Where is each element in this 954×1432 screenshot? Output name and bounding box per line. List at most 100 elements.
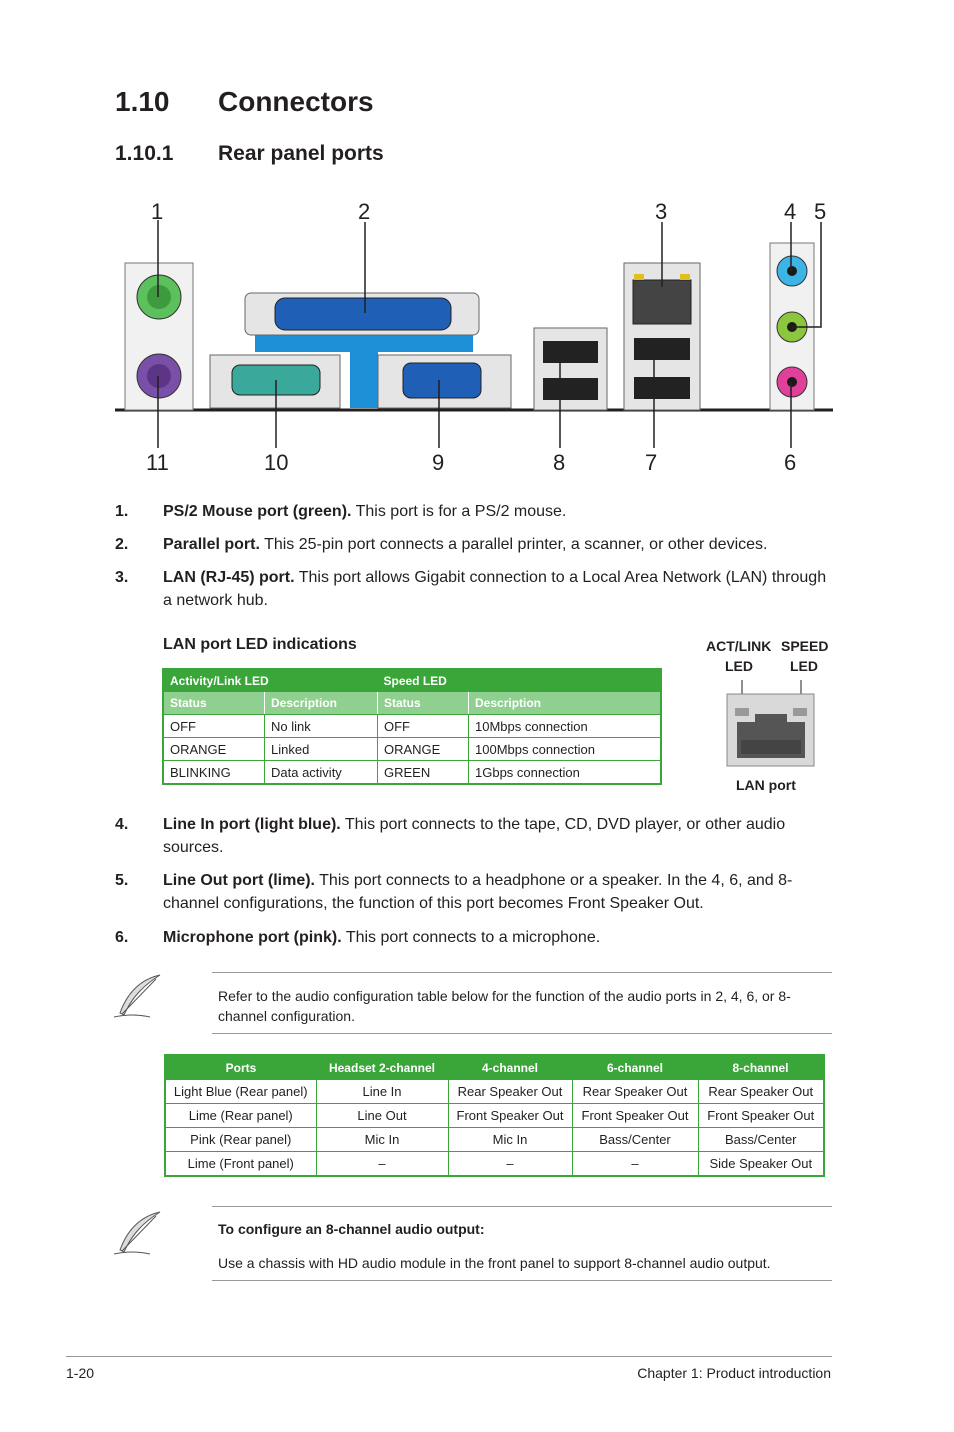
item-text: This 25-pin port connects a parallel pri…: [259, 536, 768, 553]
parallel-port: [274, 297, 452, 331]
lan-port-icon: [726, 680, 815, 767]
item-text: This port connects to the tape, CD, DVD …: [163, 816, 786, 856]
column-header: 8-channel: [698, 1055, 824, 1080]
note-text: Use a chassis with HD audio module in th…: [218, 1255, 771, 1271]
callout-6: 6: [784, 450, 797, 475]
act-led-label: LED: [725, 658, 753, 674]
usb-port-4: [634, 377, 690, 399]
table-cell: No link: [264, 714, 378, 738]
page-number: 1-20: [66, 1365, 95, 1381]
subsection-number: 1.10.1: [115, 142, 174, 165]
item-number: 4.: [115, 816, 129, 833]
column-header: Status: [163, 692, 265, 715]
group-header: Speed LED: [377, 669, 661, 692]
callout-10: 10: [264, 450, 289, 475]
table-row: ORANGE Linked ORANGE 100Mbps connection: [163, 737, 662, 761]
list-item: 2. Parallel port. This 25-pin port conne…: [115, 533, 835, 556]
table-cell: 100Mbps connection: [468, 737, 662, 761]
table-cell: OFF: [377, 714, 469, 738]
table-cell: Line In: [316, 1079, 449, 1104]
column-header: 4-channel: [448, 1055, 572, 1080]
table-cell: –: [316, 1151, 449, 1177]
table-cell: –: [572, 1151, 699, 1177]
table-cell: Front Speaker Out: [698, 1103, 825, 1128]
table-cell: 1Gbps connection: [468, 760, 662, 785]
table-cell: 10Mbps connection: [468, 714, 662, 738]
lan-led-heading: LAN port LED indications: [163, 636, 357, 653]
table-row: Lime (Front panel) – – – Side Speaker Ou…: [165, 1151, 825, 1177]
section-title-text: Connectors: [218, 86, 374, 117]
item-text: This port connects to a headphone or a s…: [163, 872, 793, 912]
note-title: To configure an 8-channel audio output:: [218, 1221, 485, 1237]
table-cell: GREEN: [377, 760, 469, 785]
table-row: Pink (Rear panel) Mic In Mic In Bass/Cen…: [165, 1127, 825, 1152]
table-row: Lime (Rear panel) Line Out Front Speaker…: [165, 1103, 825, 1128]
note-pen-icon: [113, 974, 161, 1018]
act-link-label: ACT/LINK: [706, 638, 772, 654]
table-cell: OFF: [163, 714, 265, 738]
table-cell: Pink (Rear panel): [165, 1127, 317, 1152]
item-title: Line Out port (lime).: [163, 872, 315, 889]
table-row: OFF No link OFF 10Mbps connection: [163, 714, 662, 738]
audio-config-table: Ports Headset 2-channel 4-channel 6-chan…: [164, 1054, 825, 1177]
callout-4: 4: [784, 199, 797, 224]
list-item: 5. Line Out port (lime). This port conne…: [115, 869, 835, 915]
item-number: 5.: [115, 872, 129, 889]
item-number: 2.: [115, 536, 129, 553]
usb-port-3: [634, 338, 690, 360]
column-header: Description: [468, 692, 662, 715]
column-header: Status: [377, 692, 469, 715]
note-box: To configure an 8-channel audio output: …: [212, 1206, 832, 1281]
usb-port-upper: [543, 341, 598, 363]
table-cell: –: [448, 1151, 573, 1177]
table-cell: Lime (Front panel): [165, 1151, 317, 1177]
speed-led-label: LED: [790, 658, 818, 674]
usb-port-lower: [543, 378, 598, 400]
chapter-title: Chapter 1: Product introduction: [637, 1365, 831, 1381]
table-cell: Line Out: [316, 1103, 449, 1128]
table-cell: Side Speaker Out: [698, 1151, 825, 1177]
table-cell: Bass/Center: [572, 1127, 699, 1152]
table-cell: BLINKING: [163, 760, 265, 785]
callout-3: 3: [655, 199, 668, 224]
table-cell: Bass/Center: [698, 1127, 825, 1152]
table-cell: Mic In: [448, 1127, 573, 1152]
section-number: 1.10: [115, 86, 170, 117]
table-cell: Front Speaker Out: [572, 1103, 699, 1128]
callout-5: 5: [814, 199, 827, 224]
item-text: This port is for a PS/2 mouse.: [351, 503, 567, 520]
lan-port-label: LAN port: [736, 777, 796, 793]
table-row: Light Blue (Rear panel) Line In Rear Spe…: [165, 1079, 825, 1104]
column-header: Ports: [165, 1055, 316, 1080]
item-title: Line In port (light blue).: [163, 816, 341, 833]
item-number: 1.: [115, 503, 129, 520]
lan-port: [632, 279, 692, 325]
table-cell: Front Speaker Out: [448, 1103, 573, 1128]
table-cell: Data activity: [264, 760, 378, 785]
item-text: This port connects to a microphone.: [341, 929, 601, 946]
table-cell: Linked: [264, 737, 378, 761]
table-cell: Lime (Rear panel): [165, 1103, 317, 1128]
table-cell: Rear Speaker Out: [448, 1079, 573, 1104]
item-number: 6.: [115, 929, 129, 946]
list-item: 4. Line In port (light blue). This port …: [115, 813, 835, 859]
item-title: PS/2 Mouse port (green).: [163, 503, 352, 520]
table-cell: ORANGE: [377, 737, 469, 761]
table-cell: Rear Speaker Out: [698, 1079, 825, 1104]
item-title: Parallel port.: [163, 536, 260, 553]
table-cell: Rear Speaker Out: [572, 1079, 699, 1104]
list-item: 3. LAN (RJ-45) port. This port allows Gi…: [115, 566, 830, 612]
vga-port: [402, 362, 482, 399]
column-header: Headset 2-channel: [316, 1055, 448, 1080]
column-header: 6-channel: [572, 1055, 698, 1080]
item-title: LAN (RJ-45) port.: [163, 569, 295, 586]
callout-7: 7: [645, 450, 658, 475]
lan-led-table: Activity/Link LED Speed LED Status Descr…: [162, 668, 662, 785]
note-box: Refer to the audio configuration table b…: [212, 972, 832, 1034]
speed-label: SPEED: [781, 638, 829, 654]
item-number: 3.: [115, 569, 129, 586]
callout-11: 11: [146, 450, 169, 475]
column-header: Description: [264, 692, 378, 715]
table-row: BLINKING Data activity GREEN 1Gbps conne…: [163, 760, 662, 785]
